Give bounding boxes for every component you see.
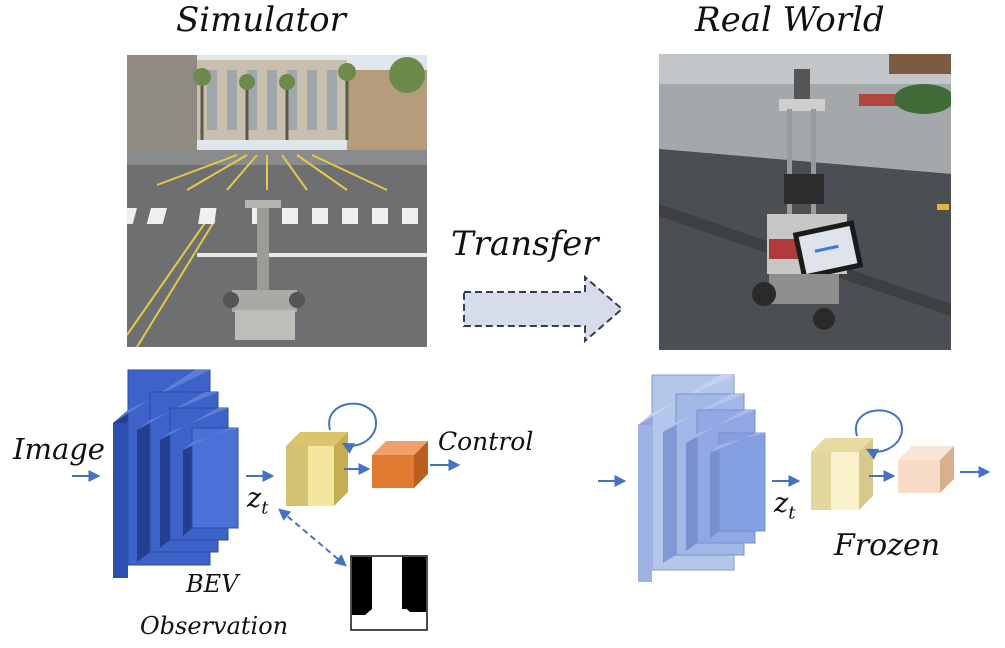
simulator-image — [127, 55, 427, 347]
frozen-label: Frozen — [834, 528, 941, 563]
frozen-control-block — [898, 446, 954, 493]
observation-label: Observation — [140, 612, 289, 640]
transfer-arrow — [463, 274, 624, 344]
frozen-encoder-stack — [638, 374, 766, 582]
real-world-title: Real World — [695, 0, 885, 40]
frozen-recurrent-loop-arrow — [854, 409, 904, 460]
bev-label: BEV — [186, 570, 239, 598]
image-label: Image — [13, 432, 105, 466]
real-world-robot-icon — [659, 54, 951, 350]
z-subscript: t — [261, 497, 269, 519]
recurrent-loop-arrow — [328, 402, 378, 454]
z-t-label: zt — [247, 483, 268, 518]
control-label: Control — [438, 427, 534, 456]
z-symbol: z — [774, 488, 789, 519]
bev-observation-image — [350, 555, 428, 631]
frozen-z-t-label: zt — [774, 488, 795, 523]
control-block — [372, 441, 428, 488]
z-symbol: z — [247, 483, 262, 514]
frozen-latent-cube — [811, 438, 873, 510]
latent-cube — [286, 432, 348, 506]
encoder-stack — [113, 369, 239, 578]
z-subscript: t — [788, 502, 796, 524]
bev-dashed-arrow — [278, 508, 347, 567]
transfer-label: Transfer — [451, 224, 599, 264]
real-world-image — [659, 54, 951, 350]
simulator-title: Simulator — [176, 0, 346, 40]
simulator-street-robot-icon — [127, 55, 427, 347]
